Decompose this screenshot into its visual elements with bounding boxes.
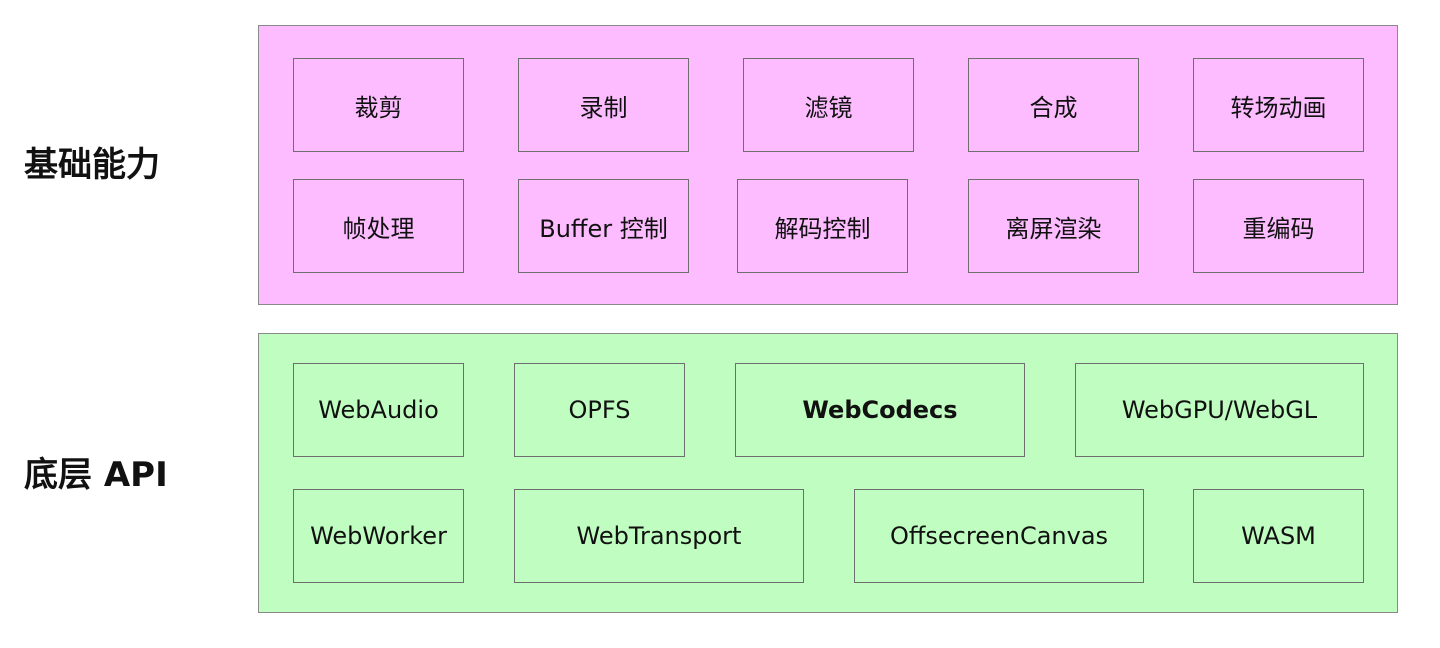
api-webcodecs: WebCodecs	[735, 363, 1025, 457]
label-underlying-api: 底层 API	[24, 455, 168, 495]
capability-reencode: 重编码	[1193, 179, 1364, 273]
label-base-capabilities: 基础能力	[24, 145, 160, 185]
api-webgpu-webgl: WebGPU/WebGL	[1075, 363, 1364, 457]
api-opfs: OPFS	[514, 363, 685, 457]
api-webtransport: WebTransport	[514, 489, 804, 583]
api-wasm: WASM	[1193, 489, 1364, 583]
api-webworker: WebWorker	[293, 489, 464, 583]
capability-filter: 滤镜	[743, 58, 914, 152]
api-webaudio: WebAudio	[293, 363, 464, 457]
capability-transition-animation: 转场动画	[1193, 58, 1364, 152]
api-offscreencanvas: OffsecreenCanvas	[854, 489, 1144, 583]
capability-offscreen-render: 离屏渲染	[968, 179, 1139, 273]
layer-base-capabilities	[258, 25, 1398, 305]
layer-underlying-api	[258, 333, 1398, 613]
capability-compose: 合成	[968, 58, 1139, 152]
capability-record: 录制	[518, 58, 689, 152]
capability-crop: 裁剪	[293, 58, 464, 152]
capability-frame-processing: 帧处理	[293, 179, 464, 273]
capability-decode-control: 解码控制	[737, 179, 908, 273]
capability-buffer-control: Buffer 控制	[518, 179, 689, 273]
